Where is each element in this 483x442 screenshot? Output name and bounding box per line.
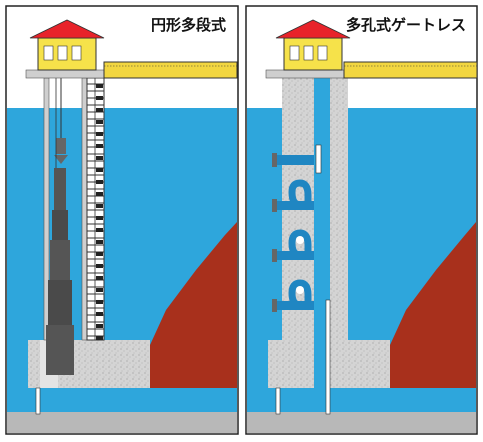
control-valve (315, 144, 322, 174)
rock-slope (390, 222, 476, 388)
intake-port (272, 279, 314, 312)
stair-step (96, 288, 103, 292)
stair-step (96, 84, 103, 88)
stair-step (96, 228, 103, 232)
intake-port (272, 229, 314, 262)
multistage-cylinder (46, 138, 74, 375)
gate-house-roof (275, 19, 351, 39)
stair-step (96, 192, 103, 196)
river-bed (247, 412, 476, 433)
gate-house (275, 19, 351, 71)
intake-port (272, 153, 314, 167)
stair-step (96, 264, 103, 268)
stair-step (96, 240, 103, 244)
operation-deck (25, 69, 109, 79)
panel-title: 多孔式ゲートレス (346, 16, 466, 34)
panel-circular-multistage: 円形多段式 (5, 5, 239, 435)
intake-port (272, 179, 314, 212)
tower-right-column (81, 77, 88, 341)
stair-step (96, 276, 103, 280)
stair-step (96, 252, 103, 256)
stair-step (96, 336, 103, 340)
river-bed (7, 412, 237, 433)
outlet-pipe (275, 387, 281, 415)
stair-step (96, 144, 103, 148)
stair-step (96, 180, 103, 184)
access-bridge (103, 61, 238, 79)
outlet-pipe (325, 299, 331, 415)
panel-multiport-gateless: 多孔式ゲートレス (245, 5, 478, 435)
stair-step (96, 216, 103, 220)
stair-step (96, 96, 103, 100)
stair-step (96, 168, 103, 172)
panel-title: 円形多段式 (151, 16, 226, 34)
stair-step (96, 324, 103, 328)
tower-inner-wall (330, 78, 348, 340)
stair-step (96, 204, 103, 208)
stair-step (96, 108, 103, 112)
stair-step (96, 132, 103, 136)
stair-step (96, 312, 103, 316)
access-bridge (343, 61, 478, 79)
stair-step (96, 120, 103, 124)
stair-step (96, 156, 103, 160)
rock-slope (150, 222, 237, 388)
gate-house (29, 19, 105, 71)
stair-step (96, 300, 103, 304)
gate-house-roof (29, 19, 105, 39)
outlet-pipe (35, 387, 41, 415)
